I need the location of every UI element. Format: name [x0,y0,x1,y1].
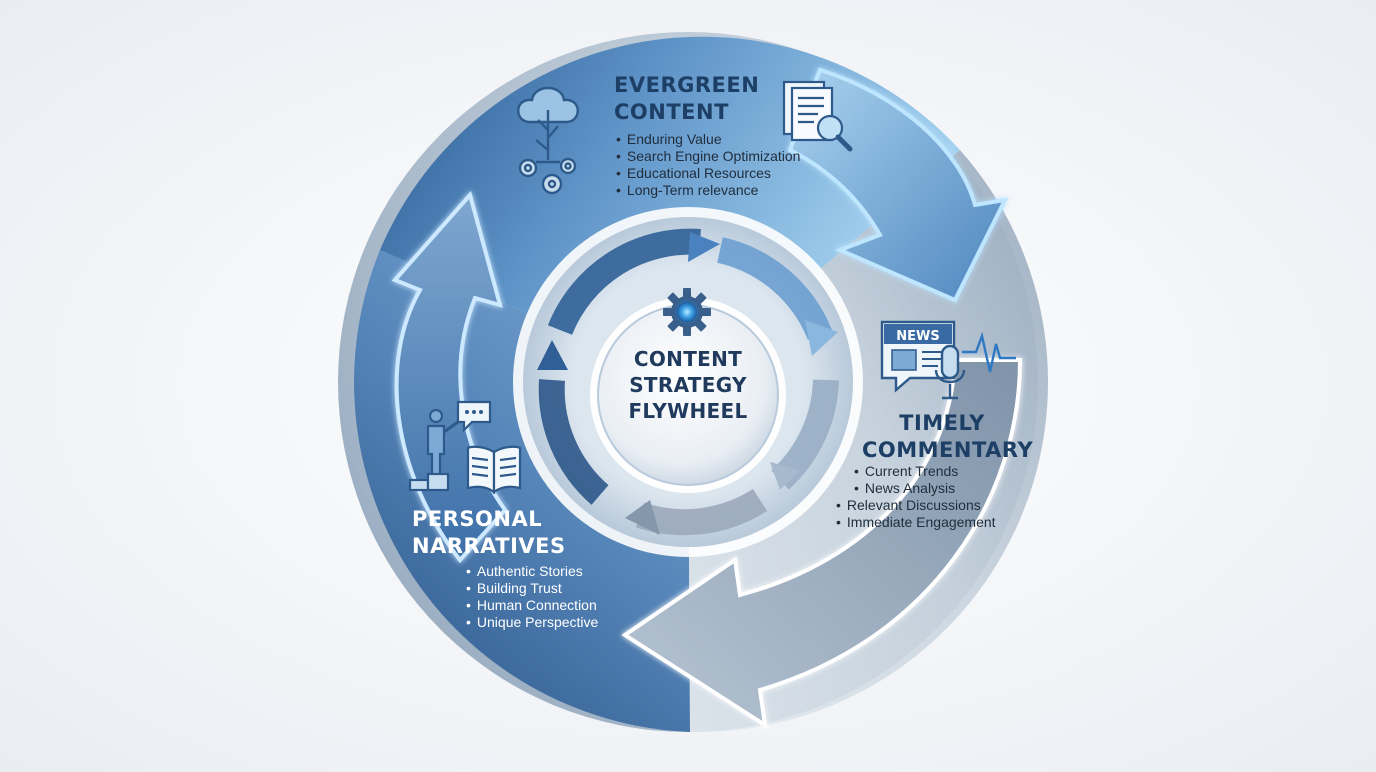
tree-gears-icon [517,86,579,195]
document-search-icon [782,80,853,152]
list-item: Search Engine Optimization [616,148,801,165]
timely-list: Current Trends News Analysis Relevant Di… [836,463,996,531]
list-item: Authentic Stories [466,563,598,580]
list-item: News Analysis [836,480,996,497]
evergreen-title-line: EVERGREEN [614,73,760,97]
list-item: Long-Term relevance [616,182,800,199]
soundwave-icon [962,331,1016,373]
speech-bubble-icon [456,400,492,433]
center-title-line: STRATEGY [629,373,747,397]
evergreen-title: EVERGREEN CONTENT [614,72,759,126]
list-item: Relevant Discussions [836,497,996,514]
arrow-evergreen-to-timely [787,67,1009,303]
evergreen-title-line: CONTENT [614,100,729,124]
speaker-podium-icon [408,408,459,492]
list-item: Immediate Engagement [836,514,996,531]
personal-list: Authentic Stories Building Trust Human C… [466,563,598,631]
list-item: Educational Resources [616,165,800,182]
list-item: Unique Perspective [466,614,598,631]
center-title-line: CONTENT [633,347,743,371]
news-badge-label: NEWS [896,329,939,344]
center-title: CONTENT STRATEGY FLYWHEEL [588,346,788,424]
open-book-icon [466,445,522,495]
personal-title-line: PERSONAL [412,507,543,531]
personal-title: PERSONAL NARRATIVES [412,506,566,560]
evergreen-list: Enduring Value Search Engine Optimizatio… [616,131,801,199]
timely-title: TIMELY COMMENTARY [862,410,1034,464]
inner-cycle-arrows [537,228,839,536]
list-item: Human Connection [466,597,598,614]
timely-title-line: TIMELY [899,411,985,435]
center-title-line: FLYWHEEL [628,399,748,423]
list-item: Current Trends [836,463,996,480]
list-item: Enduring Value [616,131,800,148]
gear-icon [663,288,711,336]
timely-title-line: COMMENTARY [862,438,1034,462]
microphone-icon [934,344,966,400]
personal-title-line: NARRATIVES [412,534,566,558]
list-item: Building Trust [466,580,598,597]
